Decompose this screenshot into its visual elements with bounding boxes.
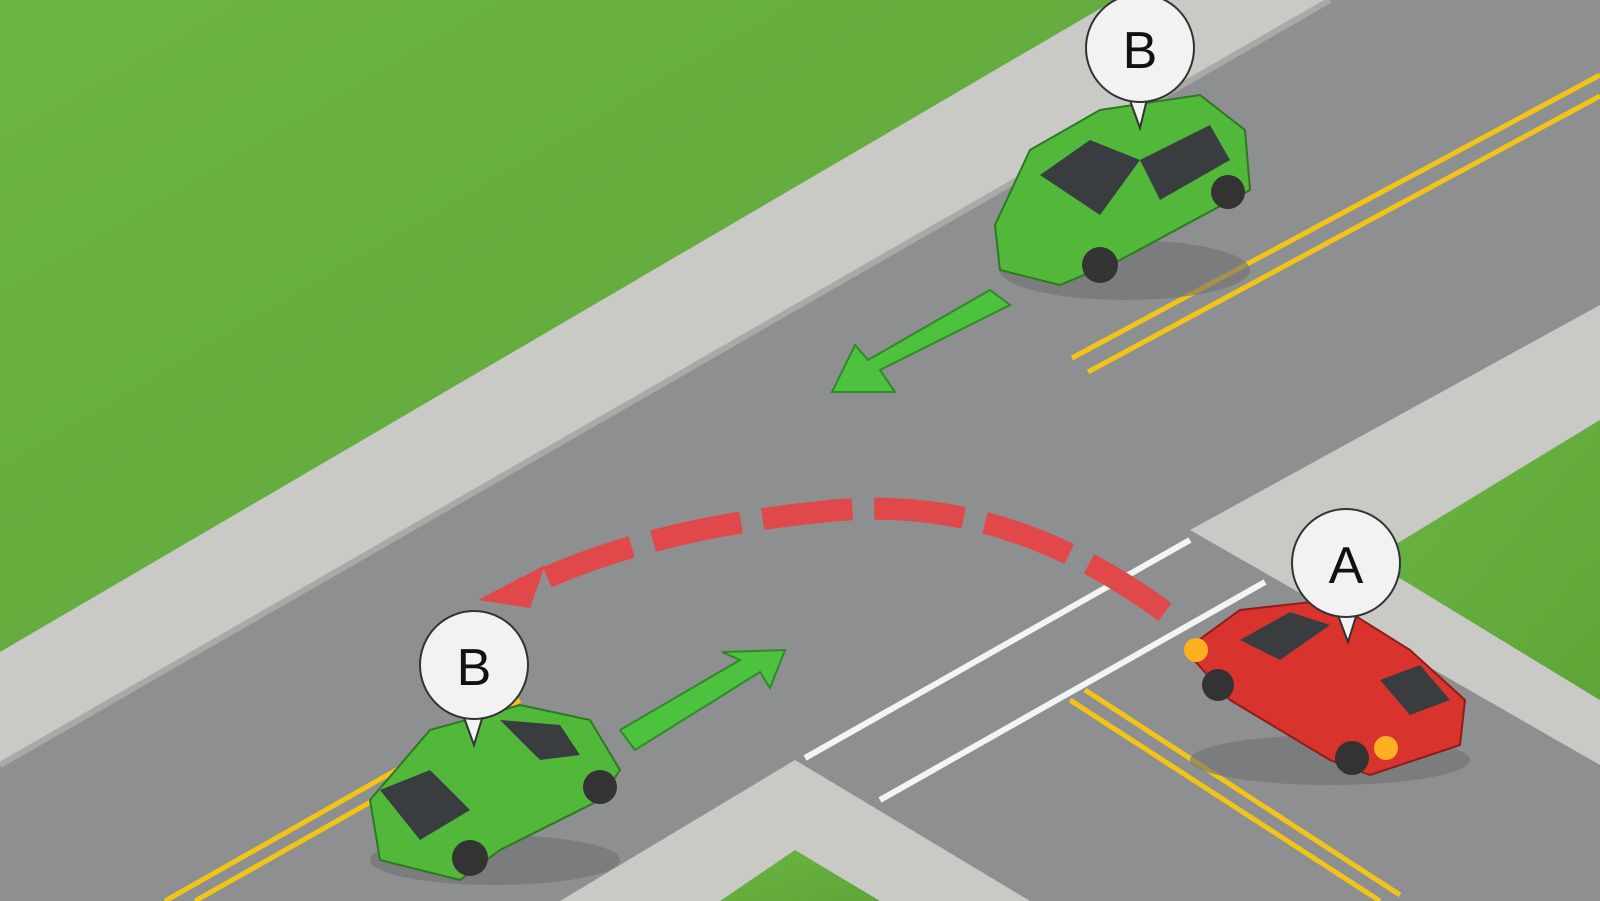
label-b-top: B [1123, 22, 1158, 80]
label-b-bottom: B [457, 639, 492, 697]
turn-path-arrow [515, 497, 1172, 621]
grass-bottom-right [1370, 420, 1600, 700]
car-a [1183, 598, 1470, 785]
grass-bottom [720, 850, 880, 901]
turn-signal-rear [1374, 736, 1398, 760]
car-b-bottom [368, 703, 622, 885]
callout-a: A [1291, 508, 1401, 646]
sidewalk-right [1190, 305, 1600, 765]
arrow-green-bottom [618, 648, 787, 752]
arrow-green-top [830, 288, 1012, 393]
turn-signal-front [1184, 638, 1208, 662]
label-a: A [1329, 537, 1364, 595]
turn-path-arrowhead [478, 565, 545, 608]
callout-b-top: B [1085, 0, 1195, 132]
car-b-top [993, 93, 1252, 300]
sidewalk-bottom [560, 760, 1030, 901]
callout-b-bottom: B [419, 610, 529, 749]
